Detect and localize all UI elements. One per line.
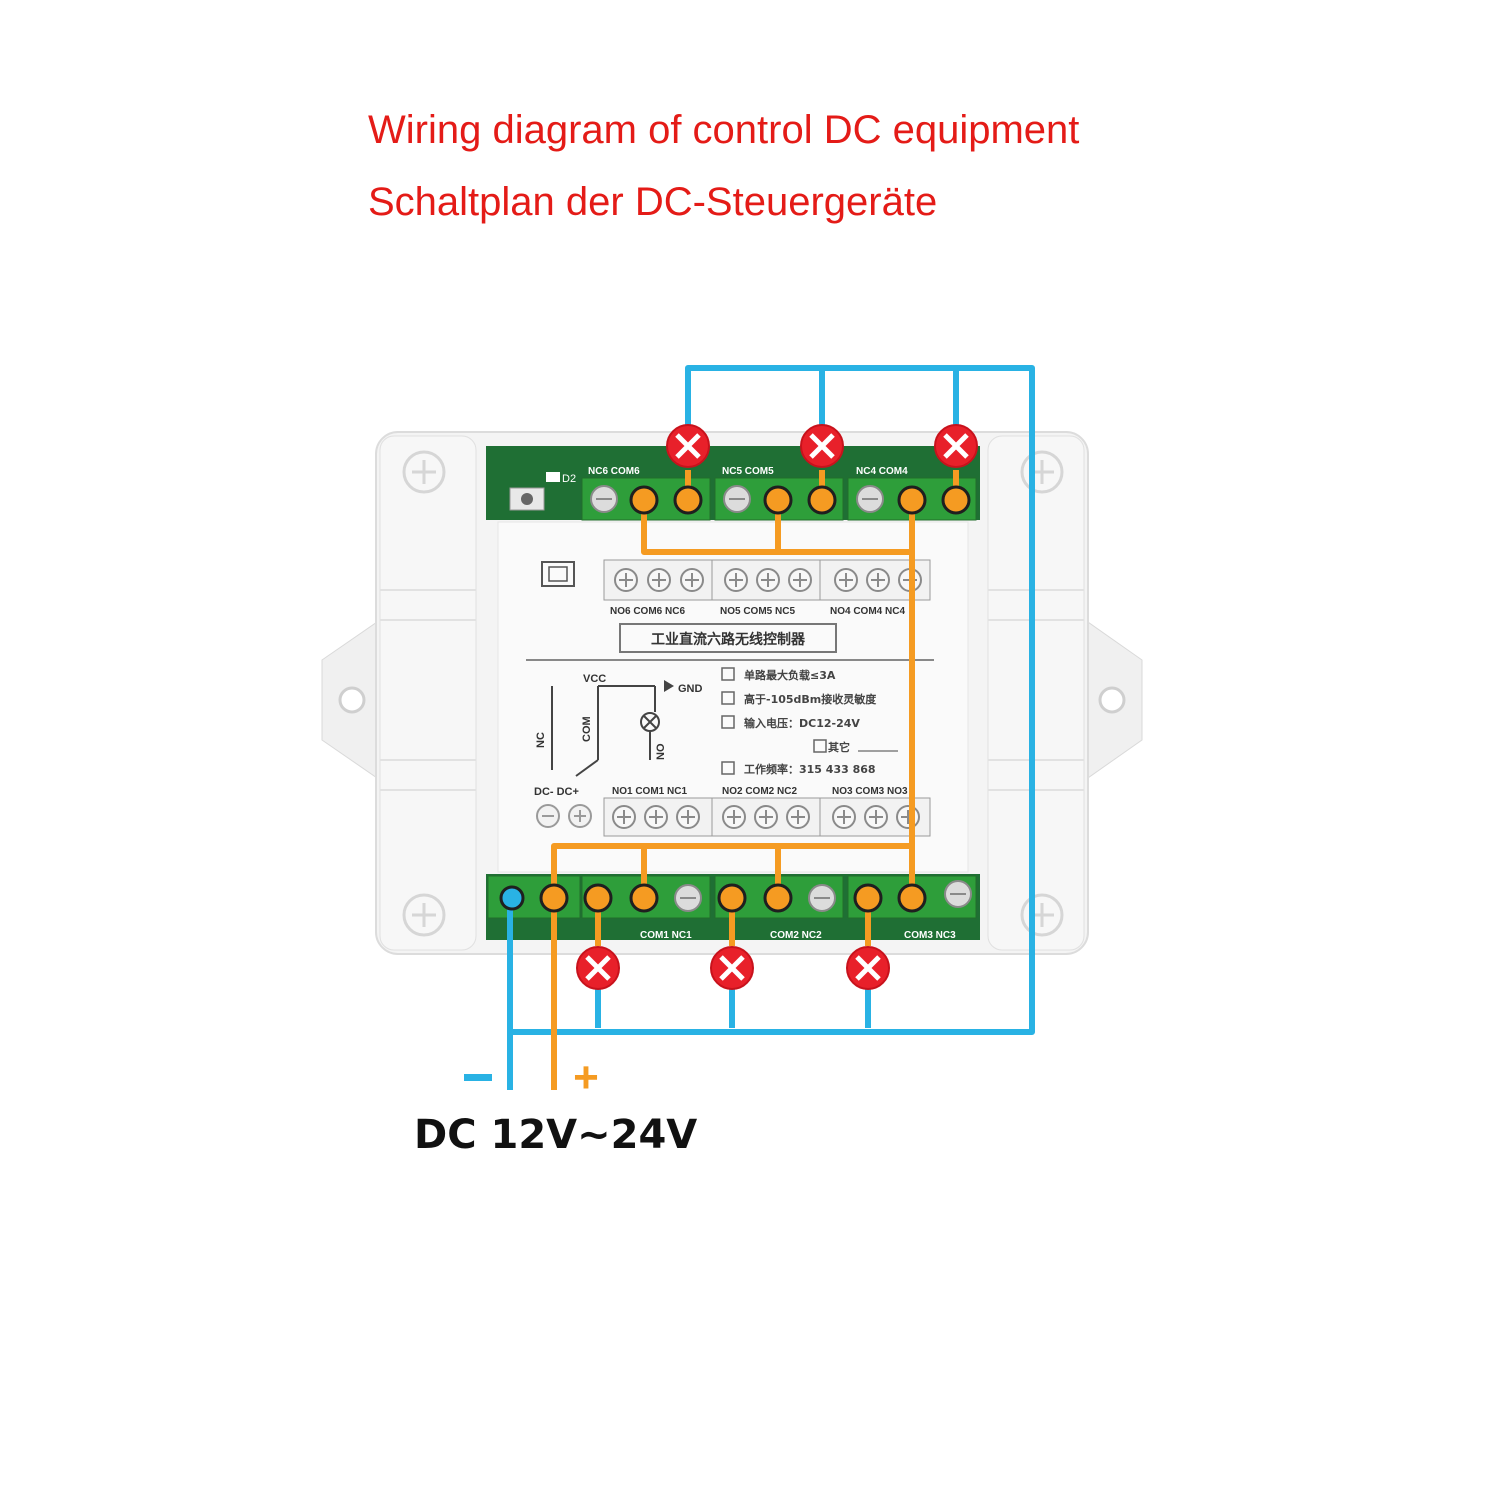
bottom-connector-label-1: COM1 NC1 <box>640 930 692 941</box>
screw-terminal <box>612 805 636 829</box>
led-label: D2 <box>562 473 576 485</box>
screw-terminal <box>832 805 856 829</box>
inner-label-3: NO3 COM3 NO3 <box>832 786 908 797</box>
wire-terminal-dot <box>717 883 747 913</box>
screw-terminal <box>834 568 858 592</box>
inner-label-1: NO1 COM1 NC1 <box>612 786 687 797</box>
top-connector-label-4: NC4 COM4 <box>856 466 908 477</box>
screw-terminal <box>614 568 638 592</box>
spec-4: 其它 <box>828 740 850 754</box>
wire-terminal-dot <box>629 485 659 515</box>
screw-terminal <box>680 568 704 592</box>
load-lamp-icon <box>800 424 844 468</box>
wire-terminal-dot <box>673 485 703 515</box>
schematic-nc: NC <box>535 732 547 748</box>
load-lamp-icon <box>934 424 978 468</box>
screw-terminal <box>756 568 780 592</box>
screw-terminal <box>754 805 778 829</box>
wire-terminal-dot <box>763 883 793 913</box>
negative-terminal-dot <box>499 885 525 911</box>
inner-label-4: NO4 COM4 NC4 <box>830 606 905 617</box>
positive-wiring <box>551 470 959 1090</box>
inner-label-6: NO6 COM6 NC6 <box>610 606 685 617</box>
screw-terminal <box>676 805 700 829</box>
product-name: 工业直流六路无线控制器 <box>651 631 806 648</box>
bottom-connector-label-2: COM2 NC2 <box>770 930 822 941</box>
title-german: Schaltplan der DC-Steuergeräte <box>368 180 938 224</box>
load-lamp-icon <box>576 946 620 990</box>
screw-terminal <box>866 568 890 592</box>
bottom-connector-label-3: COM3 NC3 <box>904 930 956 941</box>
wire-terminals <box>499 485 971 913</box>
schematic-com: COM <box>581 716 593 742</box>
schematic-no: NO <box>655 743 667 760</box>
wire-terminal-dot <box>539 883 569 913</box>
wire-terminal-dot <box>629 883 659 913</box>
screw-terminal <box>644 805 668 829</box>
screw-terminal <box>788 568 812 592</box>
spec-2: 高于-105dBm接收灵敏度 <box>744 692 877 706</box>
schematic-gnd: GND <box>678 683 703 695</box>
screw-terminal <box>647 568 671 592</box>
load-lamp-icon <box>846 946 890 990</box>
load-lamp-icon <box>666 424 710 468</box>
supply-voltage-label: DC 12V~24V <box>414 1112 697 1158</box>
screw-terminal <box>786 805 810 829</box>
minus-sign <box>464 1074 492 1081</box>
inner-top-terminals <box>614 568 922 592</box>
inner-label-5: NO5 COM5 NC5 <box>720 606 795 617</box>
loads <box>576 424 978 990</box>
wire-terminal-dot <box>897 485 927 515</box>
wire-terminal-dot <box>853 883 883 913</box>
inner-label-2: NO2 COM2 NC2 <box>722 786 797 797</box>
screw-terminal <box>896 805 920 829</box>
title-english: Wiring diagram of control DC equipment <box>368 108 1080 152</box>
power-labels: DC- DC+ <box>534 786 579 798</box>
wire-terminal-dot <box>941 485 971 515</box>
wire-terminal-dot <box>807 485 837 515</box>
wire-terminal-dot <box>763 485 793 515</box>
wire-terminal-dot <box>897 883 927 913</box>
spec-1: 单路最大负载≤3A <box>744 668 836 682</box>
inner-bottom-terminals <box>612 805 920 829</box>
load-lamp-icon <box>710 946 754 990</box>
top-connector-label-5: NC5 COM5 <box>722 466 774 477</box>
spec-3: 输入电压：DC12-24V <box>744 716 860 730</box>
screw-terminal <box>722 805 746 829</box>
top-connector-label-6: NC6 COM6 <box>588 466 640 477</box>
spec-5: 工作频率：315 433 868 <box>744 762 876 776</box>
wire-terminal-dot <box>583 883 613 913</box>
screw-terminal <box>724 568 748 592</box>
screw-terminal <box>864 805 888 829</box>
plus-label: + <box>573 1053 599 1102</box>
schematic-vcc: VCC <box>583 673 606 685</box>
